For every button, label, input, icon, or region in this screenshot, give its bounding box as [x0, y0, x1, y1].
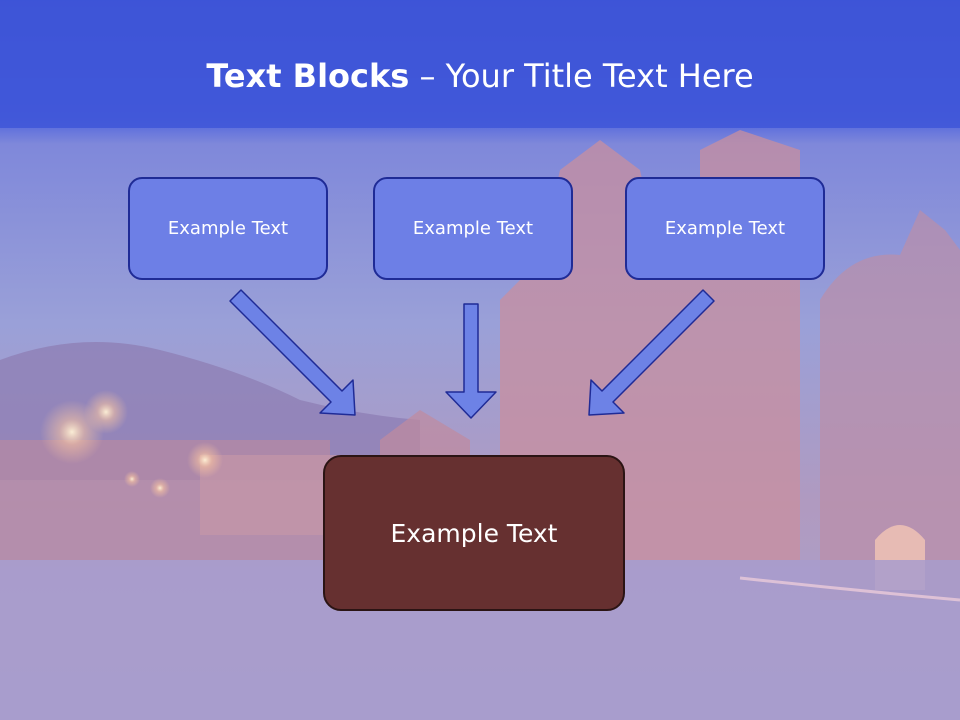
arrow-left-icon [229, 289, 356, 416]
text-block-main-label: Example Text [390, 518, 558, 548]
text-block-left-label: Example Text [167, 218, 289, 239]
text-block-left: Example Text [128, 177, 328, 280]
text-block-middle-label: Example Text [412, 218, 534, 239]
arrow-right-icon [588, 289, 715, 416]
title-separator: – [409, 57, 446, 95]
title-rest: Your Title Text Here [445, 57, 754, 95]
page-title: Text Blocks – Your Title Text Here [0, 48, 960, 104]
arrow-middle-icon [445, 303, 497, 419]
text-block-main: Example Text [323, 455, 625, 611]
title-bold-part: Text Blocks [206, 57, 410, 95]
text-block-right-label: Example Text [664, 218, 786, 239]
text-block-middle: Example Text [373, 177, 573, 280]
text-block-right: Example Text [625, 177, 825, 280]
